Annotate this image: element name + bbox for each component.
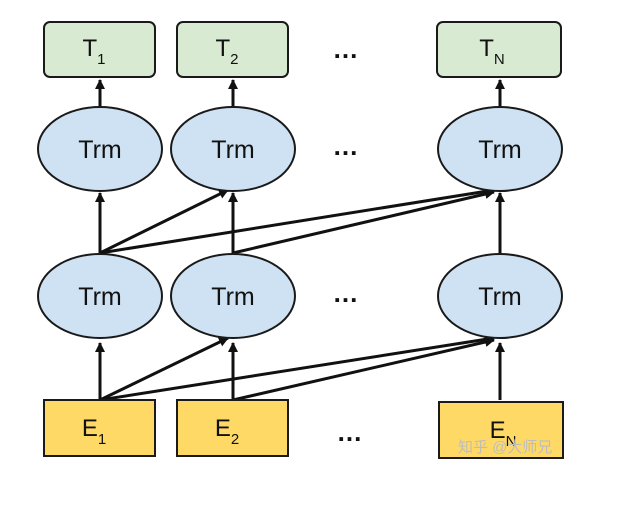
transformer-layer-1: Trm Trm ... Trm [37,253,563,339]
input-sub-e1: 1 [98,431,106,448]
svg-text:E2: E2 [215,415,239,448]
arrow-l1trm1-l2trm2 [99,188,229,255]
trm-node-l1-1 [37,253,163,339]
output-ellipsis: ... [334,34,359,64]
trm-label-l1-N: Trm [478,283,522,311]
output-sub-t2: 2 [230,51,238,68]
input-label-e1: E [82,415,98,442]
trm-label-l2-N: Trm [478,136,522,164]
svg-text:EN: EN [490,417,517,450]
input-box-eN [438,401,564,459]
watermark: 知乎 @大师兄 [458,439,552,456]
arrow-e1-trm2 [99,336,229,402]
trm-node-l2-2 [170,106,296,192]
output-label-tN: T [479,35,494,62]
arrow-e1-trmN [99,334,495,402]
trm-node-l2-1 [37,106,163,192]
svg-text:T1: T1 [82,35,105,68]
arrows-layer2-to-outputs [95,79,505,107]
trm-node-l1-N [437,253,563,339]
output-box-tN [436,21,562,78]
input-sub-e2: 2 [231,431,239,448]
transformer-layer-2: Trm Trm ... Trm [37,106,563,192]
input-label-eN: E [490,417,506,444]
trm-node-l2-N [437,106,563,192]
input-row: E1 E2 ... EN 知乎 @大师兄 [43,399,564,459]
trm-node-l1-2 [170,253,296,339]
arrow-e2-trmN [232,337,495,402]
input-ellipsis: ... [338,417,363,447]
output-box-t2 [176,21,289,78]
arrow-l1trm1-l2trmN [99,186,495,255]
input-box-e1 [43,399,156,457]
output-label-t2: T [215,35,230,62]
output-sub-tN: N [494,51,505,68]
output-box-t1 [43,21,156,78]
input-box-e2 [176,399,289,457]
arrows-layer1-to-layer2 [95,186,505,255]
trm-label-l2-1: Trm [78,136,122,164]
output-sub-t1: 1 [97,51,105,68]
layer1-ellipsis: ... [334,278,359,308]
output-label-t1: T [82,35,97,62]
svg-text:T2: T2 [215,35,238,68]
svg-text:E1: E1 [82,415,106,448]
input-label-e2: E [215,415,231,442]
input-sub-eN: N [506,433,517,450]
arrow-l1trm2-l2trmN [232,189,495,255]
layer2-ellipsis: ... [334,131,359,161]
trm-label-l1-2: Trm [211,283,255,311]
arrows-input-to-layer1 [95,334,505,402]
svg-text:TN: TN [479,35,505,68]
output-row: T1 T2 ... TN [43,21,562,78]
trm-label-l2-2: Trm [211,136,255,164]
trm-label-l1-1: Trm [78,283,122,311]
